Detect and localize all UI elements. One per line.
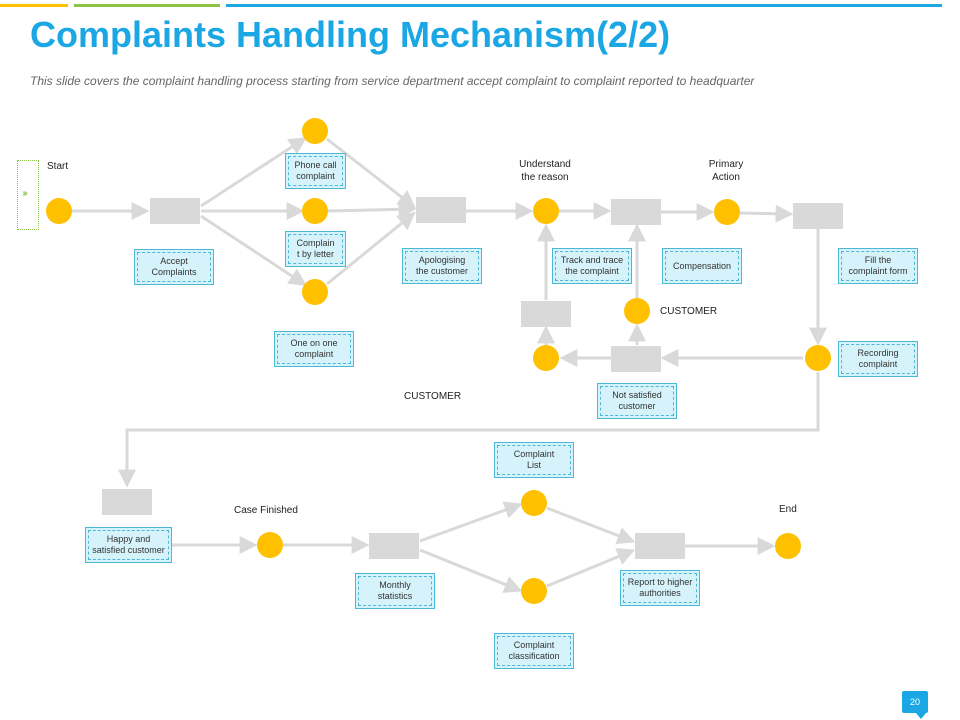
flow-box-monthly [369,533,419,559]
connector [118,372,820,488]
label-recording: Recording complaint [838,341,918,377]
flow-box-fill-form [793,203,843,229]
connector [326,211,416,286]
flow-box-left-mid [521,301,571,327]
flow-node-letter [302,198,328,224]
end-label: End [779,504,797,515]
top-accent-bar-blue [226,4,942,7]
connector [419,501,523,543]
start-dotted-marker [17,160,39,230]
top-accent-bar-green [74,4,220,7]
flow-box-accept [150,198,200,224]
primary-action-label: Primary Action [708,159,744,183]
label-one-on-one: One on one complaint [274,331,354,367]
flow-node-end [775,533,801,559]
label-apologising: Apologising the customer [402,248,482,284]
flow-node-phone [302,118,328,144]
connector [200,137,308,208]
flow-box-track [611,199,661,225]
page-title: Complaints Handling Mechanism(2/2) [30,14,671,55]
label-compensation: Compensation [662,248,742,284]
page-subtitle: This slide covers the complaint handling… [30,74,755,88]
page-number-badge: 20 [902,691,928,719]
chevron-right-icon: ››› [22,188,28,199]
flow-box-apologise [416,197,466,223]
label-fill-form: Fill the complaint form [838,248,918,284]
flow-node-not-satisfied-left [533,345,559,371]
case-finished-label: Case Finished [234,505,298,516]
flow-node-start [46,198,72,224]
label-accept-complaints: Accept Complaints [134,249,214,285]
label-track-trace: Track and trace the complaint [552,248,632,284]
label-letter: Complain t by letter [285,231,346,267]
label-not-satisfied: Not satisfied customer [597,383,677,419]
label-monthly-statistics: Monthly statistics [355,573,435,609]
connector [546,506,636,545]
flow-node-list [521,490,547,516]
label-complaint-list: Complaint List [494,442,574,478]
flow-node-recording [805,345,831,371]
understand-reason-label: Understand the reason [519,159,571,183]
label-complaint-classification: Complaint classification [494,633,574,669]
start-label: Start [47,161,69,172]
label-phone-call: Phone call complaint [285,153,346,189]
connector [546,548,636,588]
connector [739,204,794,223]
top-accent-bar-yellow [0,4,68,7]
customer-label-center: CUSTOMER [404,391,462,402]
flow-node-case-finished [257,532,283,558]
flow-node-classification [521,578,547,604]
flow-node-understand [533,198,559,224]
connector [327,200,417,219]
connector [326,137,416,209]
connector [200,214,308,286]
label-happy: Happy and satisfied customer [85,527,172,563]
flow-node-customer-right [624,298,650,324]
label-report-higher: Report to higher authorities [620,570,700,606]
connector [419,548,523,593]
flow-box-not-satisfied [611,346,661,372]
customer-label-right: CUSTOMER [660,306,718,317]
flow-node-primary-action [714,199,740,225]
flow-box-report [635,533,685,559]
flow-box-happy [102,489,152,515]
flow-node-one-on-one [302,279,328,305]
